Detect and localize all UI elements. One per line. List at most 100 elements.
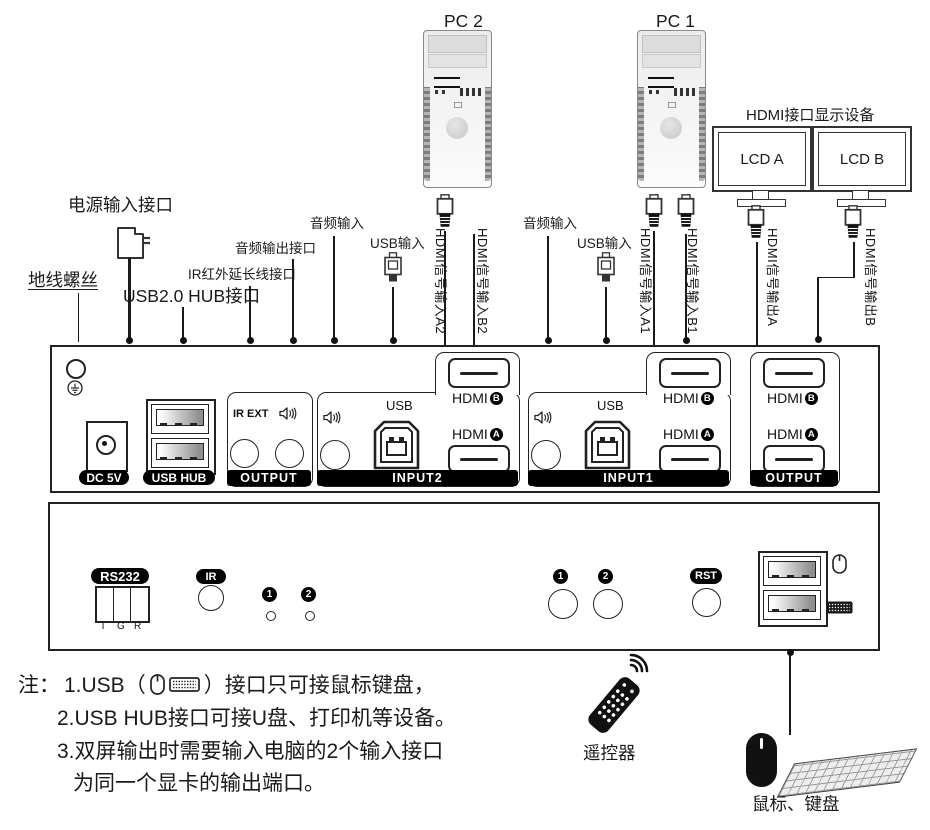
speaker-icon	[534, 411, 552, 424]
speaker-icon	[279, 407, 297, 420]
rs232-terminal-block	[95, 586, 150, 623]
audio-out-leader-label: 音频输出接口	[235, 241, 316, 256]
input2-usb-b-port	[373, 420, 420, 470]
output-hdmi-b-label: HDMI B	[767, 390, 818, 406]
leader-dot	[602, 336, 610, 344]
usb-in1-leader-line	[605, 287, 607, 339]
input1-hdmi-a-port	[659, 445, 721, 473]
ground-symbol-icon	[67, 380, 83, 396]
keyboard-icon	[826, 601, 853, 614]
hdmi-plug-icon-b1	[677, 194, 695, 227]
hdmi-out-a-cable	[756, 242, 758, 439]
pc-drive-bay	[428, 35, 487, 53]
output-hdmi-b-port	[763, 358, 825, 388]
input2-section-label: INPUT2	[317, 470, 518, 486]
hdmi-text: HDMI	[452, 390, 488, 406]
output-hdmi-a-port	[763, 445, 825, 473]
usb-a-port	[151, 438, 209, 468]
pc-side-grille	[485, 87, 491, 181]
power-adapter-icon	[117, 227, 150, 259]
ground-screw-hole	[66, 359, 86, 379]
usb-a-port	[763, 590, 821, 620]
hdmi-out-b-label: HDMI信号输出B	[863, 228, 878, 327]
note-prefix: 注：	[18, 674, 60, 697]
hdmi-a1-cable	[653, 231, 655, 437]
ir-ext-jack	[230, 439, 259, 468]
note1-pre: 1.USB（	[64, 674, 146, 697]
input2-hdmi-b-port	[448, 358, 510, 388]
hdmi-b1-leader-line	[685, 234, 687, 339]
select-button-2	[593, 589, 623, 619]
audio-in2-leader-line	[333, 236, 335, 339]
pc-front-dial	[446, 117, 468, 139]
port-b-badge: B	[700, 391, 714, 405]
hdmi-in-b2-label: HDMI信号输入B2	[475, 228, 490, 335]
pc-front-ports	[460, 88, 482, 96]
led1-indicator	[266, 611, 276, 621]
lcd-b-monitor: LCD B	[812, 126, 912, 192]
lcd-a-screen: LCD A	[718, 132, 806, 186]
note1-post: ）接口只可接鼠标键盘，	[203, 674, 435, 697]
input2-usb-label: USB	[386, 398, 413, 413]
audio-out-leader-line	[292, 259, 294, 339]
pc-card-reader	[434, 77, 460, 88]
button2-badge: 2	[598, 569, 613, 584]
select-button-1	[548, 589, 578, 619]
leader-dot	[814, 335, 822, 343]
pc1-tower	[637, 30, 706, 188]
button1-badge: 1	[553, 569, 568, 584]
hdmi-in-b1-label: HDMI信号输入B1	[685, 228, 700, 335]
rst-label: RST	[690, 568, 722, 584]
usb-in1-label: USB输入	[577, 236, 632, 251]
leader-dot	[389, 336, 397, 344]
keyboard-icon	[168, 676, 200, 692]
pc-front-leds	[649, 90, 659, 94]
hdmi-text: HDMI	[767, 390, 803, 406]
hdmi-in-a2-label: HDMI信号输入A2	[433, 228, 448, 335]
display-devices-title: HDMI接口显示设备	[746, 107, 875, 124]
dc-jack-pin	[102, 441, 107, 446]
usb-hub-port-label: USB HUB	[143, 470, 215, 485]
rs232-label: RS232	[91, 568, 149, 584]
pc-card-reader	[648, 77, 674, 88]
pc-side-grille	[638, 87, 644, 181]
hdmi-out-b-cable-v1	[853, 242, 855, 278]
port-a-badge: A	[489, 427, 503, 441]
pc-front-leds	[435, 90, 445, 94]
ir-ext-leader-line	[249, 286, 251, 339]
pin-g-label: G	[117, 621, 125, 632]
pin-r-label: R	[134, 621, 142, 632]
audio-in1-label: 音频输入	[523, 216, 577, 231]
pc-side-grille	[699, 87, 705, 181]
terminal-divider	[113, 588, 114, 621]
hdmi-out-a-label: HDMI信号输出A	[765, 228, 780, 327]
lcd-a-monitor: LCD A	[712, 126, 812, 192]
note-line-3: 3.双屏输出时需要输入电脑的2个输入接口	[57, 740, 444, 763]
mouse-icon	[149, 673, 165, 695]
audio-in2-label: 音频输入	[310, 216, 364, 231]
hdmi-output-section-label: OUTPUT	[750, 470, 838, 486]
hdmi-out-b-cable-v2	[817, 277, 819, 339]
ir-receiver	[198, 585, 224, 611]
hdmi-a2-cable	[444, 231, 446, 437]
mouse-icon	[832, 554, 847, 574]
remote-label: 遥控器	[583, 743, 636, 763]
usb-hub-leader-line	[182, 307, 184, 339]
input1-hdmi-b-port	[659, 358, 721, 388]
output-hdmi-a-label: HDMI A	[767, 426, 818, 442]
pin-t-label: T	[100, 621, 107, 632]
input1-usb-b-port	[584, 420, 631, 470]
note-line-4: 为同一个显卡的输出端口。	[73, 772, 325, 795]
ir-ext-leader-label: IR红外延长线接口	[188, 267, 296, 282]
leader-dot	[544, 336, 552, 344]
pc-drive-bay	[642, 35, 701, 53]
hdmi-plug-icon-out-b	[844, 205, 862, 238]
usb-a-port	[763, 556, 821, 586]
hdmi-plug-icon-a2	[436, 194, 454, 227]
leader-dot	[125, 336, 133, 344]
led2-indicator	[305, 611, 315, 621]
leader-dot	[246, 336, 254, 344]
hdmi-b2-leader-line	[473, 234, 475, 352]
leader-dot	[786, 649, 794, 656]
ground-leader-line	[77, 293, 79, 342]
